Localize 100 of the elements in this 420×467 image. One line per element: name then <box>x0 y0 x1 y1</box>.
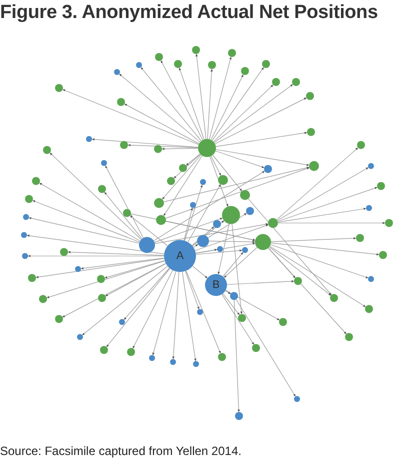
network-node <box>218 353 226 361</box>
network-node <box>97 275 105 283</box>
network-node <box>268 218 278 228</box>
network-node <box>190 202 196 208</box>
network-node <box>21 232 27 238</box>
network-node <box>43 146 51 154</box>
network-node <box>309 161 319 171</box>
arrow <box>269 246 332 296</box>
network-node <box>120 141 128 149</box>
arrow <box>215 150 264 168</box>
labeled-node <box>205 274 227 296</box>
network-node <box>200 179 206 185</box>
network-node <box>28 274 36 282</box>
network-node <box>228 49 236 57</box>
arrow <box>214 98 307 144</box>
network-node <box>264 165 272 173</box>
network-node <box>230 292 238 300</box>
arrow <box>50 152 142 240</box>
arrow <box>216 132 308 147</box>
arrow <box>222 293 240 316</box>
arrow <box>92 138 198 148</box>
arrow <box>208 212 247 238</box>
arrow <box>222 294 254 345</box>
arrow <box>124 104 200 144</box>
network-node <box>213 220 221 228</box>
arrow <box>105 263 166 296</box>
arrow <box>248 198 332 296</box>
arrow <box>132 270 173 349</box>
arrow <box>192 226 214 246</box>
network-node <box>262 60 270 68</box>
network-node <box>368 163 374 169</box>
network-node <box>198 139 216 157</box>
arrow <box>178 68 204 140</box>
network-node <box>279 318 287 326</box>
arrow <box>276 147 358 220</box>
figure-title: Figure 3. Anonymized Actual Net Positions <box>0 2 378 24</box>
network-node <box>55 84 63 92</box>
arrow <box>226 280 294 285</box>
arrow <box>270 246 366 308</box>
network-node <box>218 175 228 185</box>
arrow <box>62 263 166 318</box>
network-node <box>155 53 163 61</box>
network-node <box>208 61 216 69</box>
network-node <box>307 128 315 136</box>
arrow <box>186 154 200 166</box>
arrow <box>36 258 164 278</box>
network-node <box>25 195 33 203</box>
arrow <box>234 300 240 412</box>
arrow <box>236 299 296 397</box>
network-node <box>330 294 338 302</box>
network-node <box>167 177 175 185</box>
arrow <box>32 200 140 242</box>
network-node <box>379 251 387 259</box>
network-node <box>98 185 106 193</box>
arrow <box>124 268 170 320</box>
arrow <box>192 220 224 246</box>
network-node <box>357 141 365 149</box>
network-node <box>60 248 68 256</box>
arrow <box>105 165 144 238</box>
network-node <box>139 237 155 253</box>
network-node <box>252 344 260 352</box>
network-node <box>272 78 280 86</box>
arrow <box>130 215 168 246</box>
arrow <box>160 60 204 140</box>
network-node <box>156 215 166 225</box>
arrow <box>184 184 203 241</box>
network-node <box>170 359 176 365</box>
network-node <box>32 177 40 185</box>
network-node <box>377 182 385 190</box>
arrow <box>186 270 221 354</box>
network-node <box>174 60 182 68</box>
arrow <box>182 272 196 362</box>
arrow <box>164 166 310 202</box>
arrow <box>208 240 256 244</box>
network-node <box>306 92 314 100</box>
network-node <box>292 78 300 86</box>
network-node <box>255 234 271 250</box>
arrow <box>270 237 356 242</box>
network-node <box>55 315 63 323</box>
network-node <box>197 235 209 247</box>
network-node <box>222 206 240 224</box>
source-caption: Source: Facsimile captured from Yellen 2014. <box>0 444 242 458</box>
arrow <box>222 252 244 277</box>
network-node <box>100 346 108 354</box>
labeled-node <box>164 240 196 272</box>
network-node <box>235 412 243 420</box>
arrow <box>154 170 265 241</box>
network-node <box>75 266 81 272</box>
arrow <box>218 224 230 274</box>
arrow <box>210 156 228 207</box>
arrow <box>270 242 380 256</box>
arrow <box>268 248 296 278</box>
network-node <box>238 314 246 322</box>
arrow <box>104 260 165 278</box>
arrow <box>119 74 200 142</box>
arrow <box>193 244 198 248</box>
network-node <box>294 277 302 285</box>
arrow <box>268 248 347 334</box>
arrow <box>162 148 198 150</box>
arrow <box>26 234 164 254</box>
